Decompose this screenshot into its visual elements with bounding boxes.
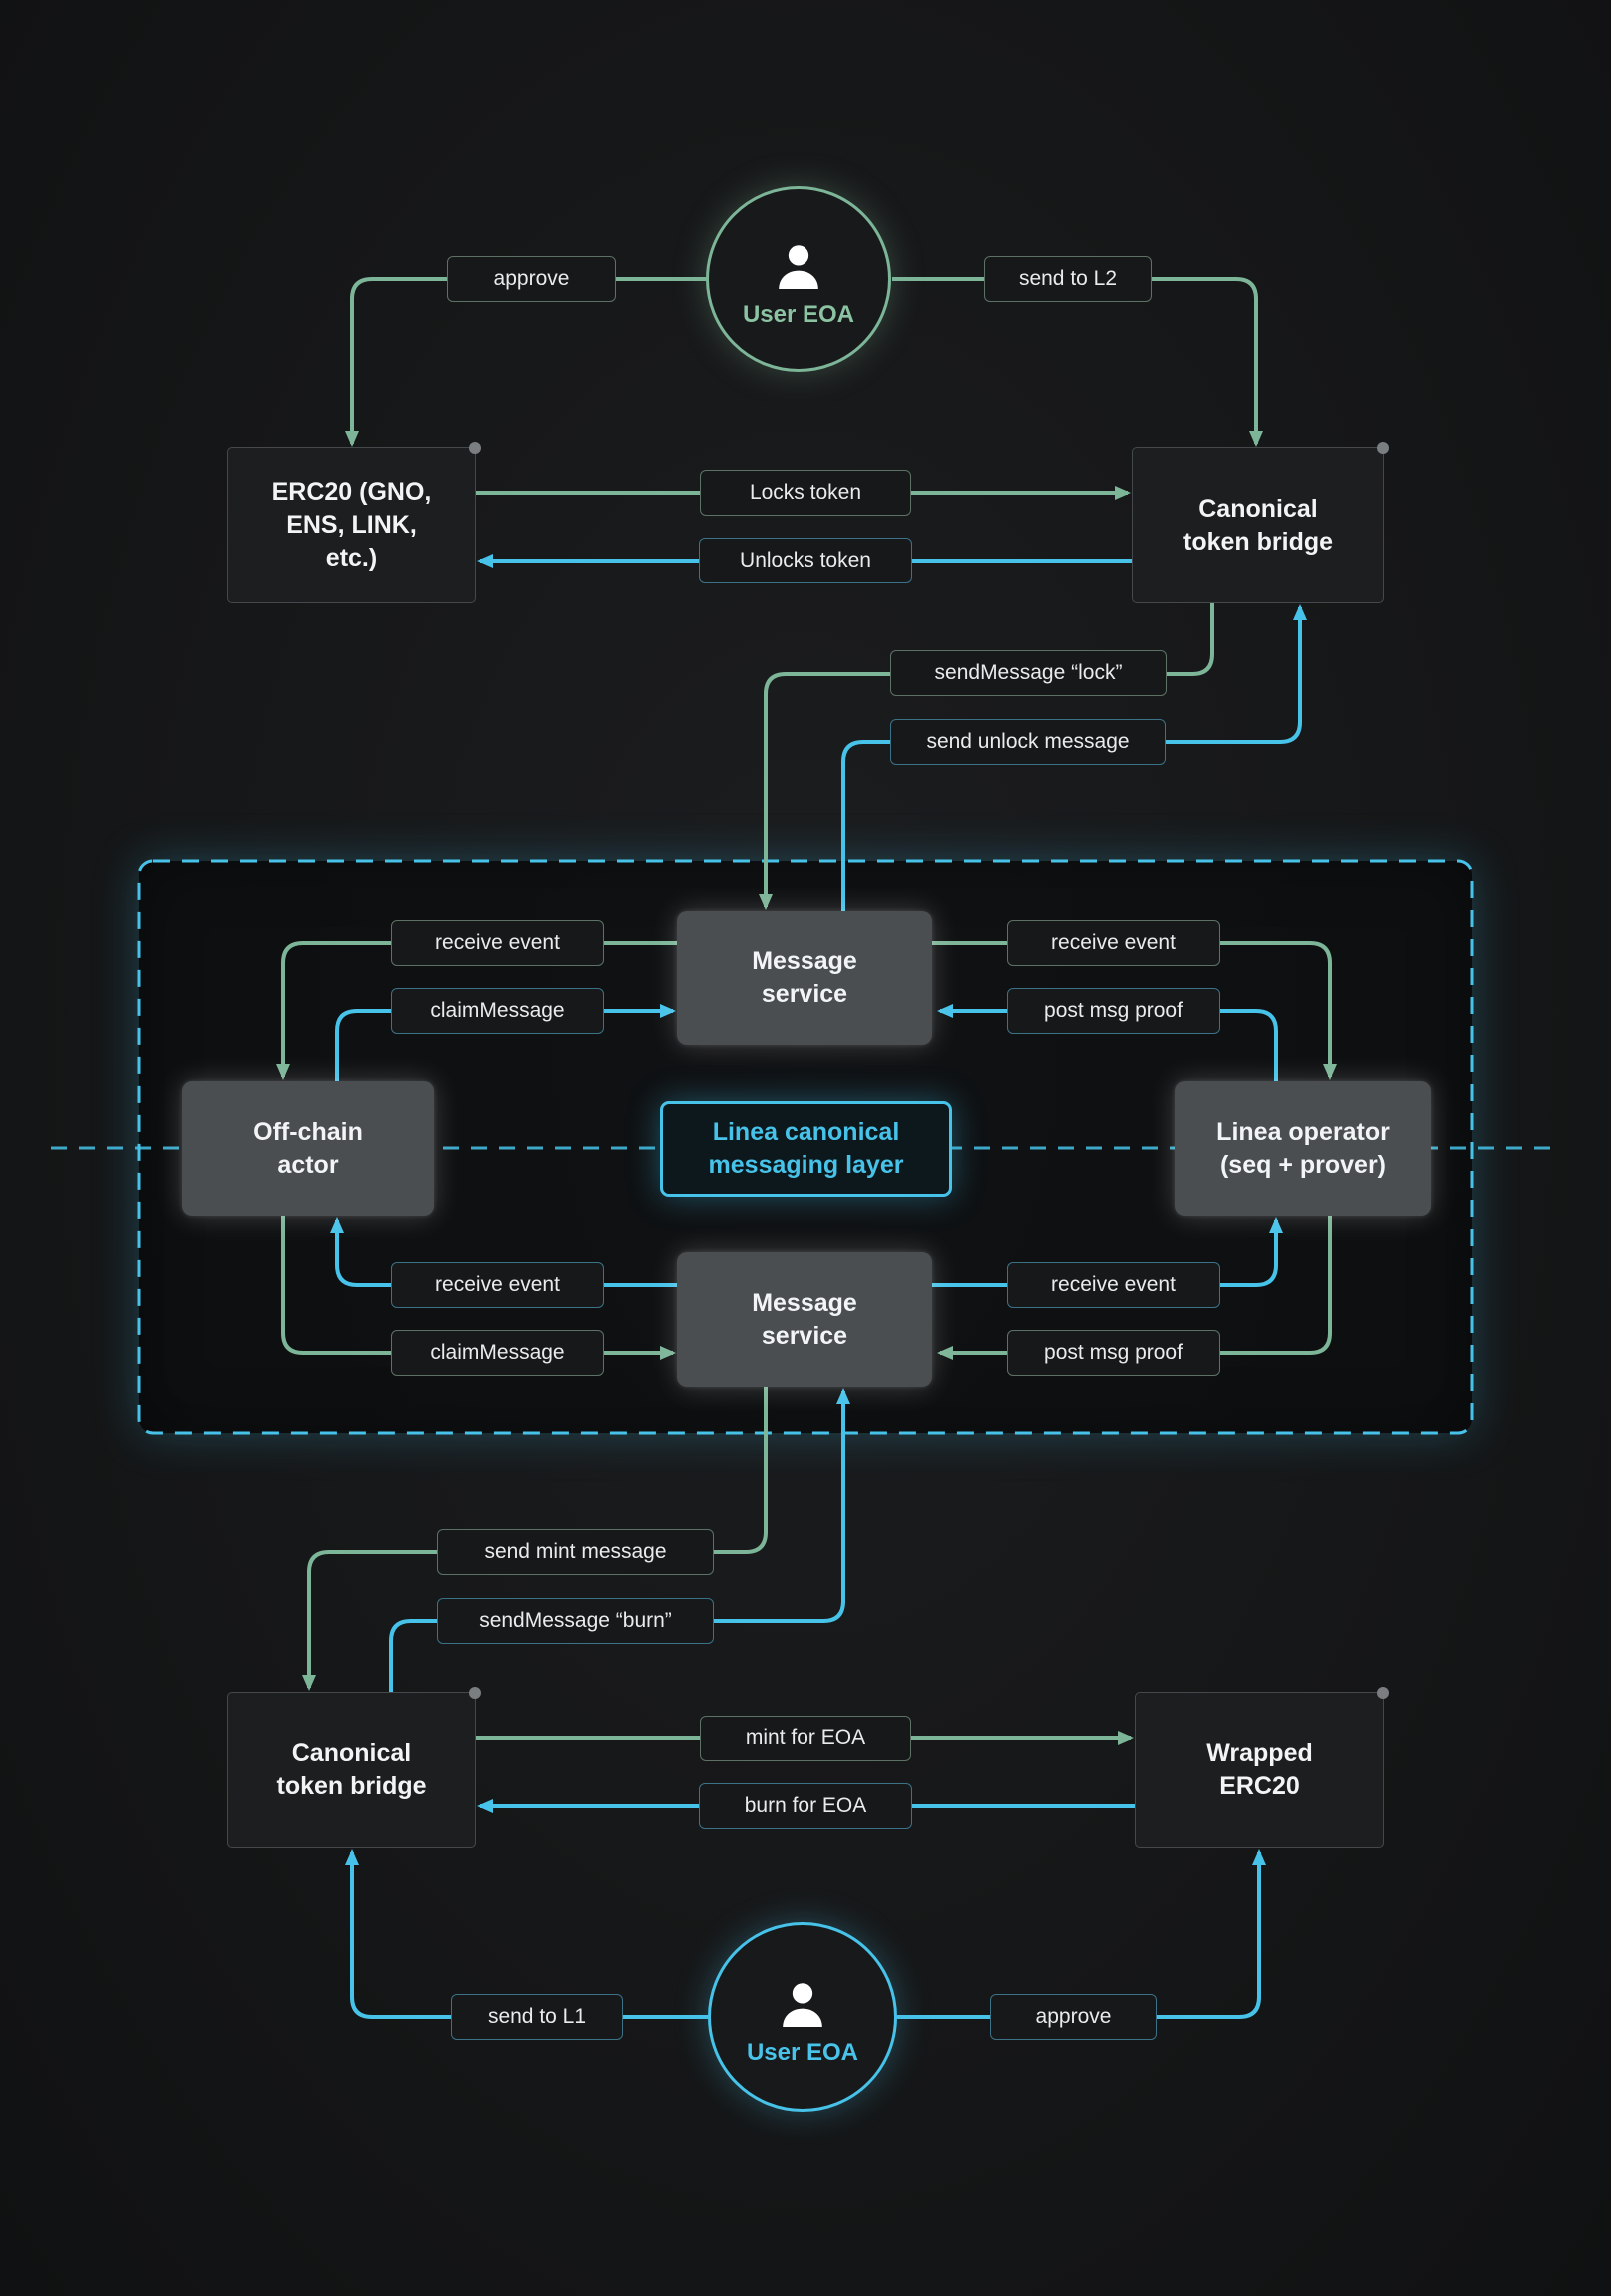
edge-label-claim-message-bottom: claimMessage [391, 1330, 604, 1376]
edge-label-send-to-l2: send to L2 [984, 256, 1152, 302]
node-off-chain-actor: Off-chain actor [182, 1081, 434, 1216]
edge-label-post-msg-proof-top: post msg proof [1007, 988, 1220, 1034]
edge-label-burn-for-eoa: burn for EOA [699, 1783, 912, 1829]
node-wrapped-erc20: Wrapped ERC20 [1135, 1687, 1389, 1848]
edge-label-approve-top: approve [447, 256, 616, 302]
edge-label-send-to-l1: send to L1 [451, 1994, 623, 2040]
node-user-eoa-l1: User EOA [706, 186, 891, 372]
edge-send-to-l2 [892, 277, 1263, 447]
node-message-service-l2: Message service [677, 1252, 932, 1387]
edge-send-to-l1 [345, 1849, 708, 2019]
edge-label-mint-for-eoa: mint for EOA [700, 1716, 911, 1761]
node-linea-operator: Linea operator (seq + prover) [1175, 1081, 1431, 1216]
node-canonical-token-bridge-l1: Canonical token bridge [1132, 442, 1389, 603]
edge-label-send-unlock-message: send unlock message [890, 719, 1166, 765]
edge-label-post-msg-proof-bottom: post msg proof [1007, 1330, 1220, 1376]
edge-label-send-message-lock: sendMessage “lock” [890, 650, 1167, 696]
edge-label-receive-event-br: receive event [1007, 1262, 1220, 1308]
edge-label-locks-token: Locks token [700, 470, 911, 516]
edge-label-unlocks-token: Unlocks token [699, 538, 912, 583]
person-icon [783, 1983, 822, 2027]
node-user-eoa-l2: User EOA [708, 1922, 897, 2112]
edge-label-approve-bottom: approve [990, 1994, 1157, 2040]
user-eoa-label: User EOA [746, 2039, 859, 2066]
edge-approve-top [345, 277, 706, 447]
node-erc20: ERC20 (GNO, ENS, LINK, etc.) [227, 442, 481, 603]
edge-label-send-mint-message: send mint message [437, 1529, 714, 1575]
edge-label-send-message-burn: sendMessage “burn” [437, 1598, 714, 1644]
edge-label-receive-event-bl: receive event [391, 1262, 604, 1308]
edge-label-receive-event-tl: receive event [391, 920, 604, 966]
person-icon [779, 245, 818, 289]
edge-approve-bottom [897, 1849, 1266, 2019]
node-linea-canonical-messaging-layer: Linea canonical messaging layer [660, 1101, 952, 1197]
node-canonical-token-bridge-l2: Canonical token bridge [227, 1687, 481, 1848]
edge-label-claim-message-top: claimMessage [391, 988, 604, 1034]
edge-label-receive-event-tr: receive event [1007, 920, 1220, 966]
user-eoa-label: User EOA [742, 301, 855, 328]
node-message-service-l1: Message service [677, 911, 932, 1045]
